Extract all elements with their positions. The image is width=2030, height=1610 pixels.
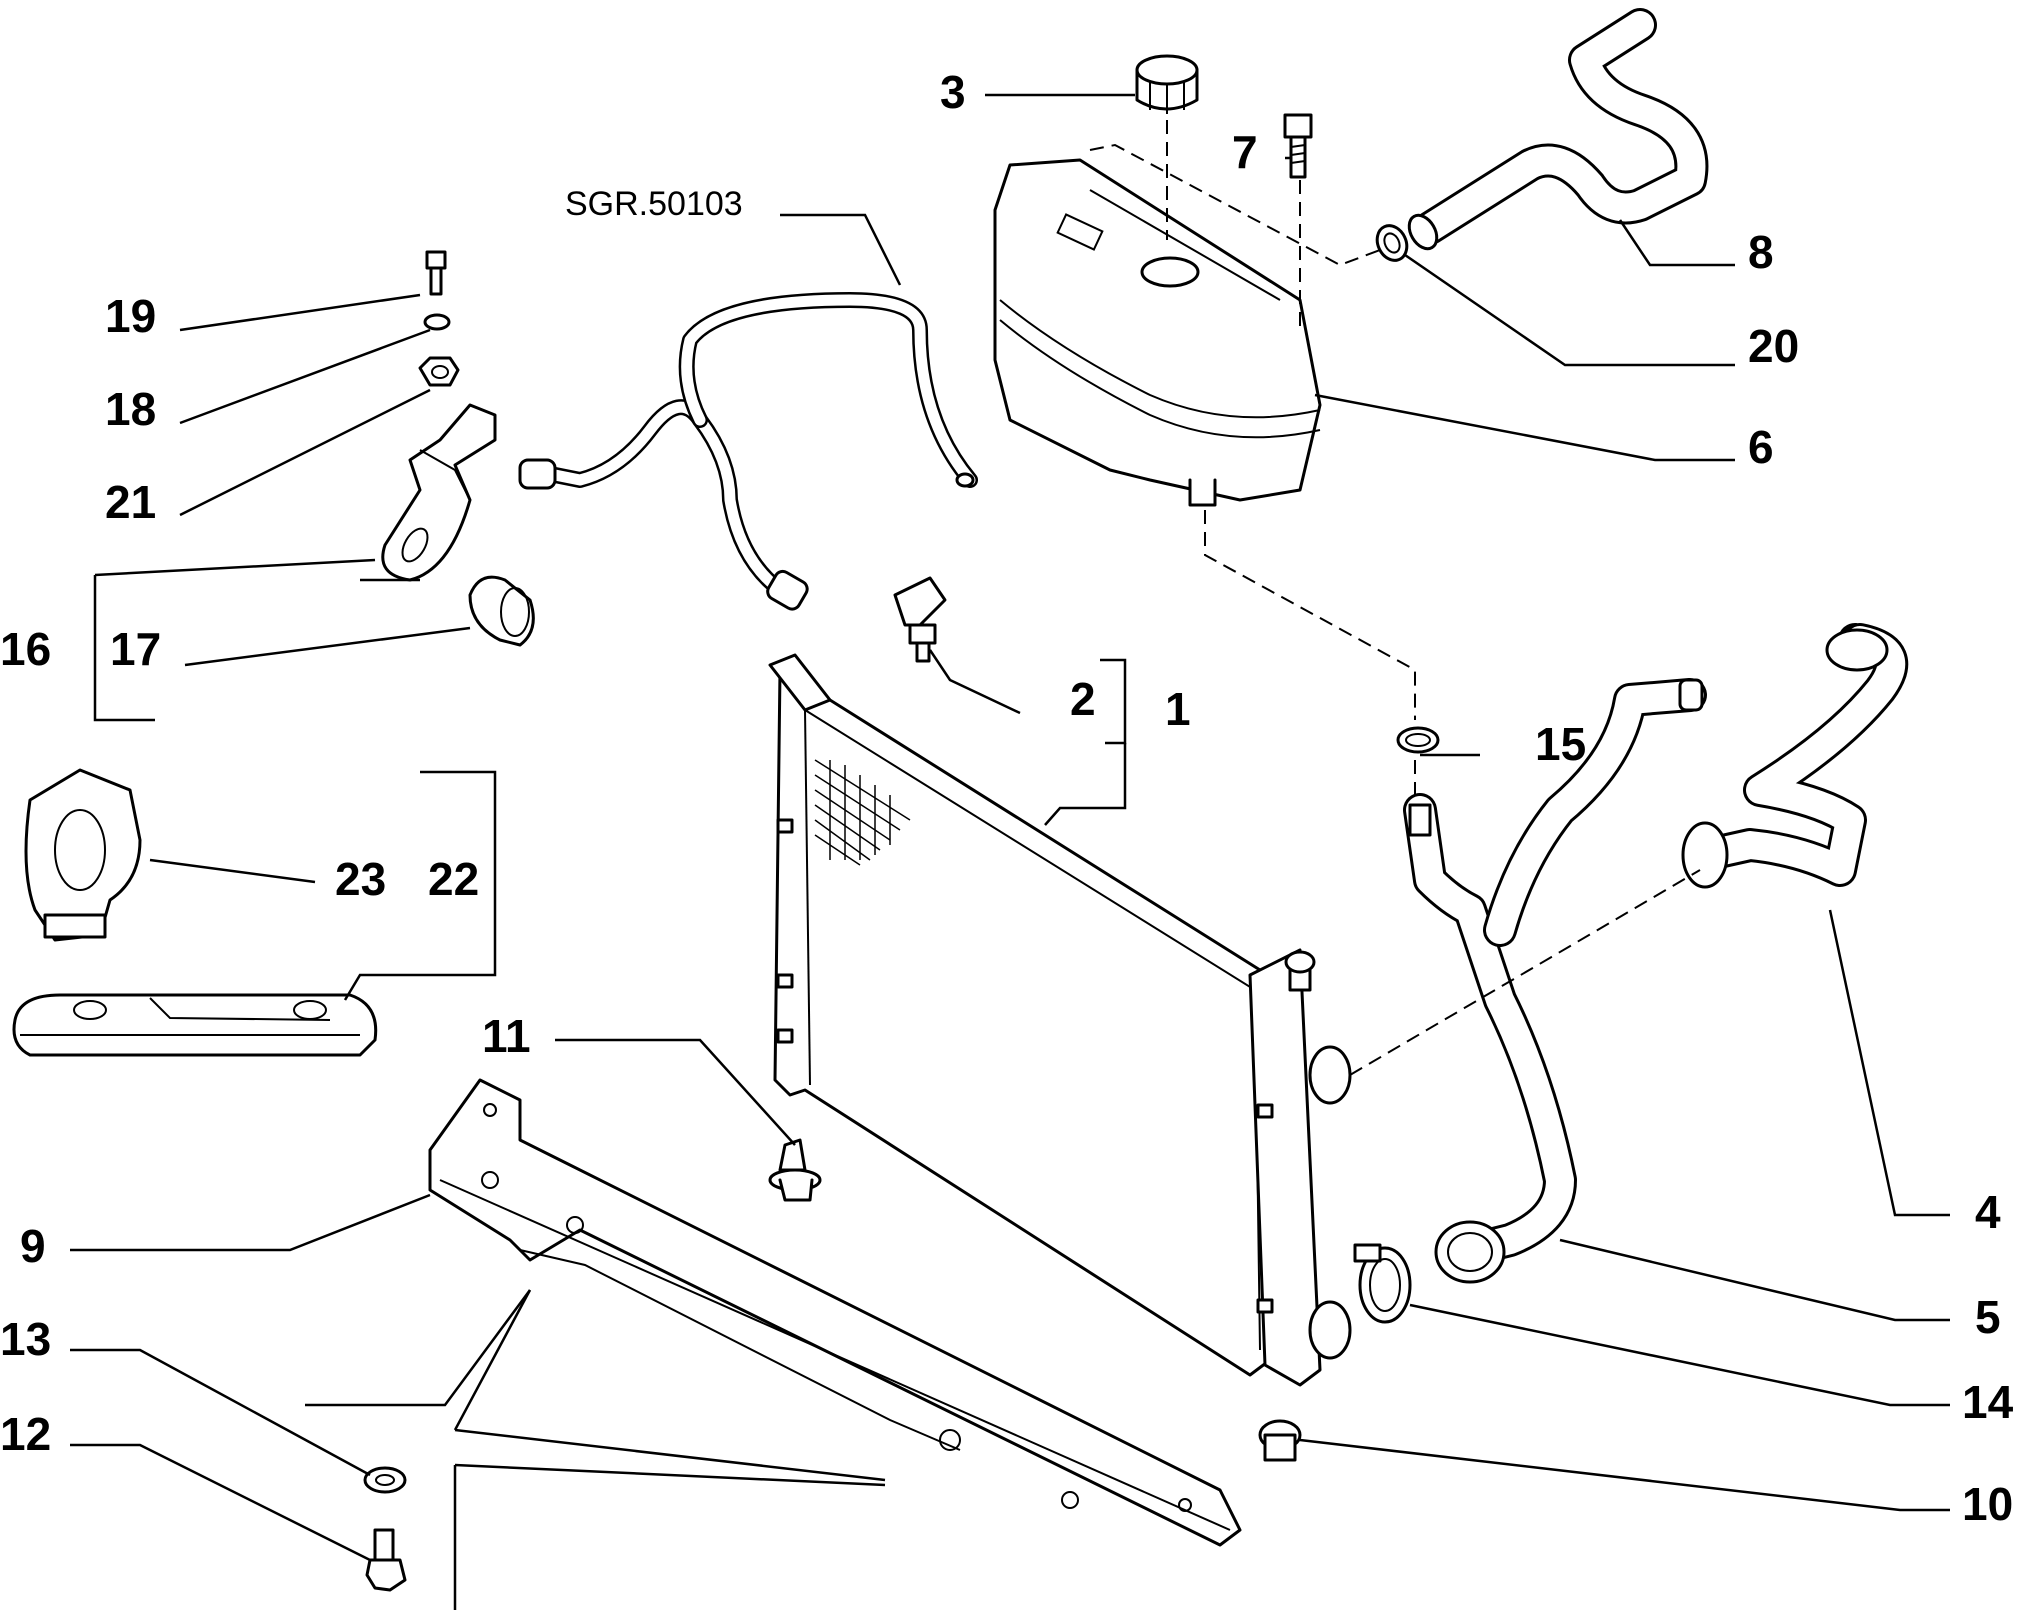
filler-cap [1135, 54, 1199, 114]
callout-13: 13 [0, 1313, 51, 1365]
hose-clamp [1375, 224, 1409, 262]
callout-16: 16 [0, 623, 51, 675]
callout-5: 5 [1975, 1291, 2001, 1343]
bracket-bolt [425, 250, 447, 296]
bracket-washer [423, 313, 451, 331]
callout-22: 22 [428, 853, 479, 905]
callout-15: 15 [1535, 718, 1586, 770]
leader-lines [70, 93, 1950, 1610]
callout-21: 21 [105, 476, 156, 528]
temperature-sensor [893, 576, 947, 663]
callout-4: 4 [1975, 1186, 2001, 1238]
breather-hose-assembly [518, 292, 978, 611]
bracket-nut [418, 356, 460, 387]
callout-10: 10 [1962, 1478, 2013, 1530]
lower-radiator-hose [1403, 678, 1707, 1284]
expansion-tank [993, 158, 1322, 507]
callout-numbers: 1 2 3 4 5 6 7 8 9 10 11 12 13 14 15 16 1… [0, 66, 2014, 1530]
callout-20: 20 [1748, 320, 1799, 372]
callout-14: 14 [1962, 1376, 2014, 1428]
callout-11: 11 [482, 1010, 531, 1062]
mounting-clip [24, 768, 142, 942]
radiator-support-bracket [381, 403, 497, 582]
tank-vent-hose [1407, 8, 1709, 251]
callout-8: 8 [1748, 226, 1774, 278]
drain-plug [1258, 1419, 1302, 1462]
tank-bolt [1283, 113, 1313, 179]
rubber-grommet [468, 575, 535, 647]
callout-9: 9 [20, 1220, 46, 1272]
callout-18: 18 [105, 383, 156, 435]
callout-23: 23 [335, 853, 386, 905]
callout-6: 6 [1748, 421, 1774, 473]
callout-17: 17 [110, 623, 161, 675]
callout-3: 3 [940, 66, 966, 118]
radiator [768, 653, 1352, 1387]
mounting-bolt [365, 1528, 407, 1592]
upper-radiator-hose [1681, 623, 1909, 889]
assembly-reference-label: SGR.50103 [565, 185, 743, 223]
support-pad [12, 993, 378, 1057]
large-hose-clamp [1353, 1243, 1412, 1324]
hose-clamp-small [1396, 726, 1440, 754]
callout-2: 2 [1070, 673, 1096, 725]
callout-1: 1 [1165, 683, 1191, 735]
alignment-lines [1089, 120, 1701, 1076]
callout-12: 12 [0, 1408, 51, 1460]
callout-7: 7 [1232, 126, 1258, 178]
callout-19: 19 [105, 290, 156, 342]
rubber-pin [768, 1138, 822, 1202]
washer [363, 1466, 407, 1494]
lower-crossmember [428, 1078, 1242, 1547]
